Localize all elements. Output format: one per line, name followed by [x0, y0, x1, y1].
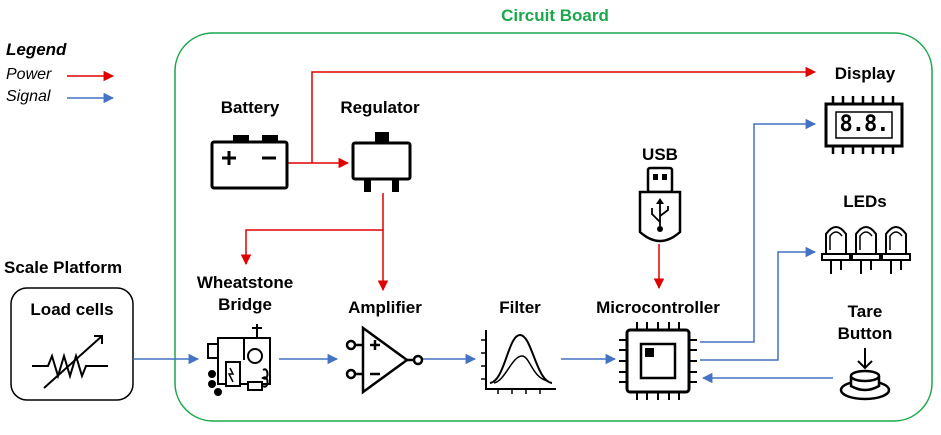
bridge-label-line1: Wheatstone	[196, 273, 294, 292]
battery-icon	[210, 135, 289, 190]
display-digits: 8.8.	[839, 112, 890, 137]
filter-label: Filter	[499, 298, 541, 317]
seven-segment-display-icon	[824, 96, 904, 154]
usb-label: USB	[642, 145, 678, 164]
power-line-to-display	[311, 66, 817, 163]
circuit-icon	[207, 324, 271, 396]
display-label: Display	[834, 64, 896, 83]
amplifier-label: Amplifier	[348, 298, 422, 317]
load-cells-box	[10, 287, 134, 401]
variable-resistor-icon	[32, 335, 108, 389]
led-icon	[881, 226, 911, 274]
led-icon	[851, 226, 881, 274]
regulator-icon	[351, 132, 412, 192]
battery-label: Battery	[220, 98, 280, 117]
power-line-to-bridge	[240, 193, 384, 266]
legend-power-label: Power	[6, 66, 52, 83]
signal-line-mcu-leds	[700, 246, 817, 361]
usb-stick-icon	[638, 166, 682, 243]
microcontroller-label: Microcontroller	[596, 298, 720, 317]
regulator-label: Regulator	[340, 98, 420, 117]
legend-signal-label: Signal	[6, 88, 51, 105]
op-amp-icon	[345, 325, 424, 395]
led-icon	[821, 226, 851, 274]
leds-label: LEDs	[843, 192, 887, 211]
tare-label-line1: Tare	[847, 302, 883, 321]
legend-title: Legend	[6, 40, 67, 59]
board-title: Circuit Board	[501, 6, 609, 25]
tare-label-line2: Button	[837, 324, 893, 343]
scale-platform-label: Scale Platform	[4, 258, 123, 277]
load-cells-label: Load cells	[30, 300, 114, 319]
bell-curve-icon	[481, 330, 556, 394]
circuit-board-outline	[174, 32, 933, 422]
push-button-icon	[839, 348, 891, 401]
chip-icon	[619, 322, 697, 400]
signal-line-mcu-display	[700, 118, 817, 343]
bridge-label-line2: Bridge	[218, 295, 272, 314]
